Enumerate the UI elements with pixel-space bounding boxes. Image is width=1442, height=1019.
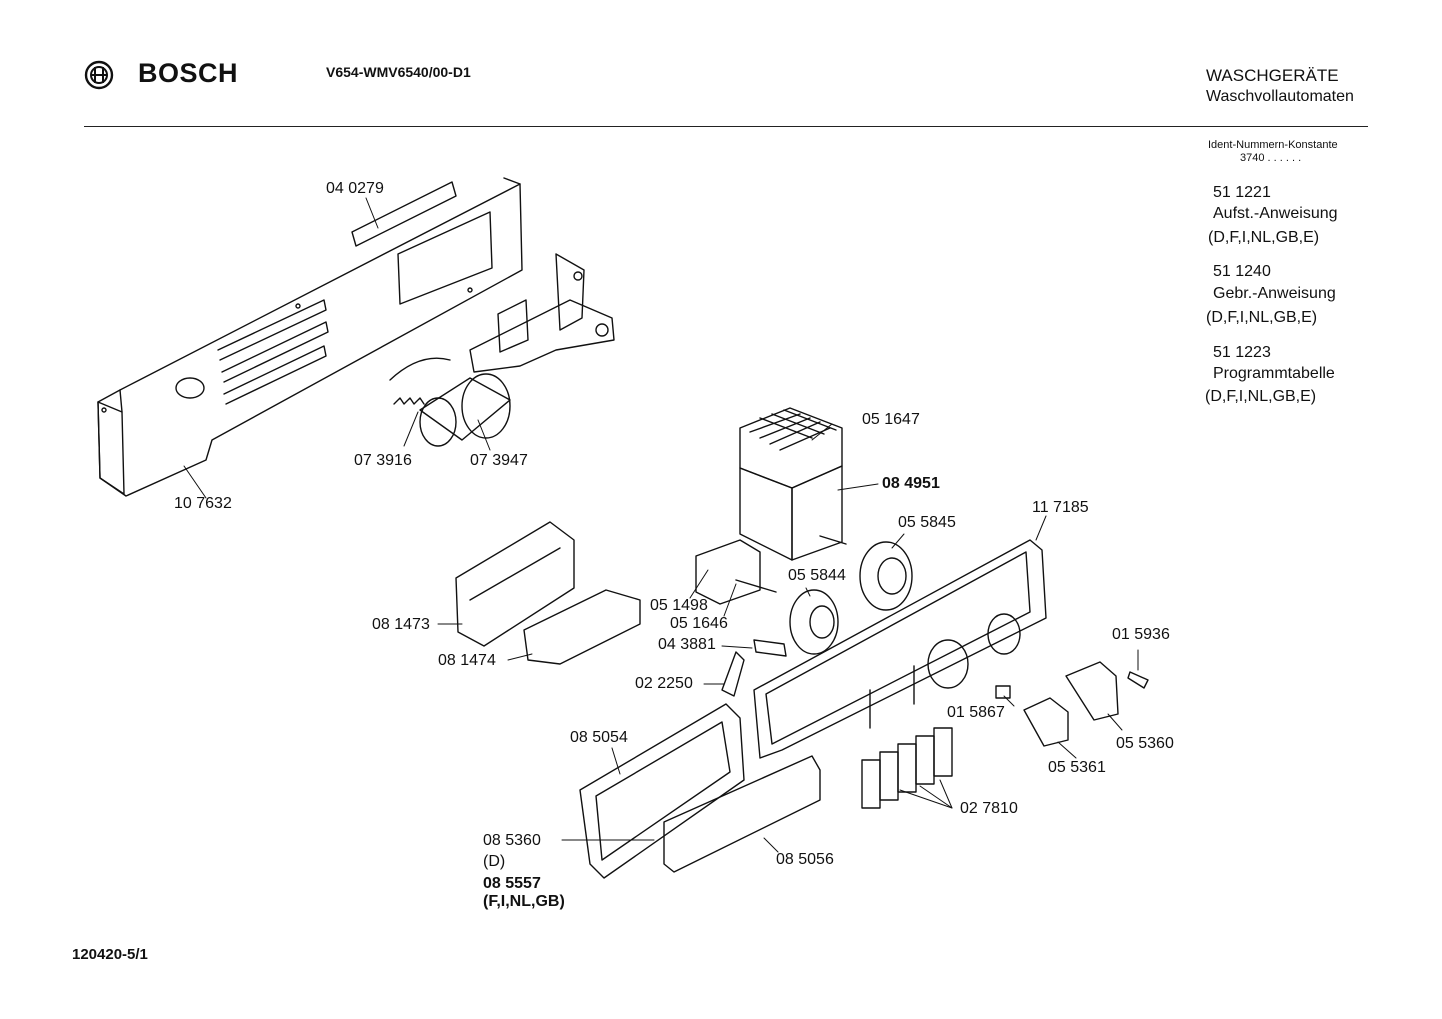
doc-number-3: 51 1223 [1213,344,1271,361]
callout-027810: 02 7810 [960,800,1018,817]
callout-085557-note: (F,I,NL,GB) [483,893,565,910]
callout-073916: 07 3916 [354,452,412,469]
doc-number-1: 51 1221 [1213,184,1271,201]
doc-title-3: Programmtabelle [1213,365,1335,382]
capacitor [389,357,511,447]
ident-label: Ident-Nummern-Konstante [1208,139,1338,151]
push-button-switch [523,589,641,665]
selector-switch [695,539,777,605]
callout-022250: 02 2250 [635,675,693,692]
sheet-id: 120420-5/1 [72,946,148,963]
callout-081474: 08 1474 [438,652,496,669]
callout-055360: 05 5360 [1116,735,1174,752]
callout-085056: 08 5056 [776,851,834,868]
callout-051498: 05 1498 [650,597,708,614]
callout-055844: 05 5844 [788,567,846,584]
button-caps [861,727,953,809]
callout-107632: 10 7632 [174,495,232,512]
brand-name: BOSCH [138,58,239,88]
doc-languages-1: (D,F,I,NL,GB,E) [1208,229,1320,246]
callout-085360: 08 5360 [483,832,541,849]
bosch-logo-icon [84,60,114,90]
callout-051646: 05 1646 [670,615,728,632]
ident-value: 3740 . . . . . . [1240,152,1302,164]
callout-043881: 04 3881 [658,636,716,653]
callout-055845: 05 5845 [898,514,956,531]
callout-040279: 04 0279 [326,180,384,197]
model-code: V654-WMV6540/00-D1 [326,64,471,80]
display-frame [579,703,745,879]
callout-051647: 05 1647 [862,411,920,428]
push-button-carrier [455,521,575,647]
subcategory-title: Waschvollautomaten [1206,88,1354,105]
doc-title-2: Gebr.-Anweisung [1213,285,1336,302]
callout-055361: 05 5361 [1048,759,1106,776]
spring-clip [721,651,745,697]
knob-2 [1023,697,1069,747]
callout-085360-note: (D) [483,853,506,870]
callout-117185: 11 7185 [1032,499,1089,516]
shaft [753,639,787,657]
callout-015936: 01 5936 [1112,626,1170,643]
rear-rail-bracket [97,177,523,497]
doc-number-2: 51 1240 [1213,263,1271,280]
callout-015867: 01 5867 [947,704,1005,721]
display-window [663,755,821,873]
callout-085054: 08 5054 [570,729,628,746]
knob-1 [1065,661,1119,721]
small-nut [995,685,1011,699]
callout-085557: 08 5557 [483,875,541,892]
callout-084951: 08 4951 [882,475,940,492]
doc-title-1: Aufst.-Anweisung [1213,205,1338,222]
leader-lines [183,197,1139,853]
doc-languages-3: (D,F,I,NL,GB,E) [1205,388,1317,405]
side-bracket [469,253,615,373]
knob-ring-2 [789,589,839,655]
control-panel [753,539,1047,759]
callout-073947: 07 3947 [470,452,528,469]
programme-timer [739,407,847,561]
doc-languages-2: (D,F,I,NL,GB,E) [1206,309,1318,326]
header-divider [84,126,1368,127]
category-title: WASCHGERÄTE [1206,66,1339,85]
knob-ring-1 [859,541,913,611]
callout-081473: 08 1473 [372,616,430,633]
screw [1127,671,1149,689]
